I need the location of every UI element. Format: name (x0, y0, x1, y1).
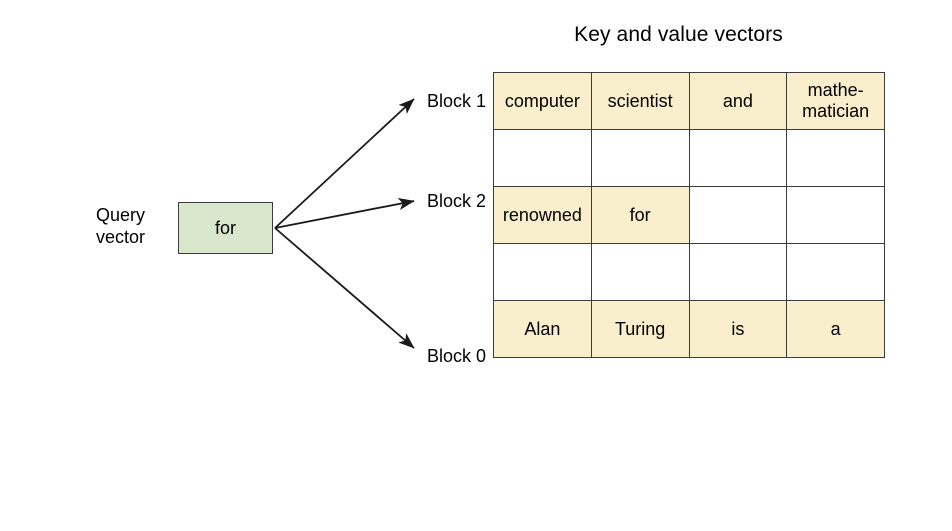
cell-text: mathe- (807, 80, 864, 100)
query-vector-label-line2: vector (96, 227, 146, 247)
key-value-table: computer scientist and mathe-matician re… (493, 72, 885, 358)
cell-text: and (722, 90, 753, 111)
table-row: Alan Turing is a (493, 300, 885, 358)
table-cell[interactable] (590, 129, 690, 187)
page-title: Key and value vectors (574, 23, 783, 46)
table-cell[interactable]: renowned (493, 186, 592, 244)
query-vector-token: for (214, 217, 236, 238)
table-cell[interactable] (590, 243, 690, 301)
table-cell[interactable]: scientist (590, 72, 690, 130)
block-label-1: Block 1 (426, 91, 486, 111)
cell-text: renowned (502, 204, 582, 225)
table-cell[interactable]: a (786, 300, 885, 358)
table-cell[interactable]: Turing (590, 300, 690, 358)
cell-text: computer (504, 90, 580, 111)
block-label-2: Block 2 (426, 191, 486, 211)
cell-text: for (629, 204, 651, 225)
query-vector-box[interactable]: for (178, 202, 273, 254)
table-cell[interactable]: for (590, 186, 690, 244)
table-row (493, 243, 885, 301)
query-vector-label-line1: Query (96, 205, 146, 225)
table-cell[interactable] (493, 243, 592, 301)
cell-text: scientist (607, 90, 673, 111)
table-cell[interactable] (688, 129, 788, 187)
table-cell[interactable] (786, 129, 885, 187)
table-cell[interactable] (688, 186, 788, 244)
table-cell[interactable] (786, 186, 885, 244)
query-vector-label: Query vector (96, 204, 172, 248)
table-cell[interactable]: mathe-matician (786, 72, 885, 130)
table-row: computer scientist and mathe-matician (493, 72, 885, 130)
arrow-to-block-2 (274, 197, 415, 229)
table-row: renowned for (493, 186, 885, 244)
cell-text: a (830, 318, 841, 339)
key-value-table-body: computer scientist and mathe-matician re… (493, 72, 885, 358)
cell-text: is (731, 318, 745, 339)
cell-text-line2: matician (802, 101, 870, 121)
table-cell[interactable] (493, 129, 592, 187)
block-label-0: Block 0 (426, 346, 486, 366)
table-cell[interactable]: is (688, 300, 788, 358)
table-cell[interactable]: computer (493, 72, 592, 130)
table-cell[interactable] (786, 243, 885, 301)
arrow-to-block-0 (274, 227, 415, 349)
table-cell[interactable] (688, 243, 788, 301)
table-cell[interactable]: Alan (493, 300, 592, 358)
arrow-to-block-1 (274, 98, 415, 229)
table-row (493, 129, 885, 187)
cell-text: Alan (524, 318, 561, 339)
cell-text: Turing (614, 318, 666, 339)
table-cell[interactable]: and (688, 72, 788, 130)
